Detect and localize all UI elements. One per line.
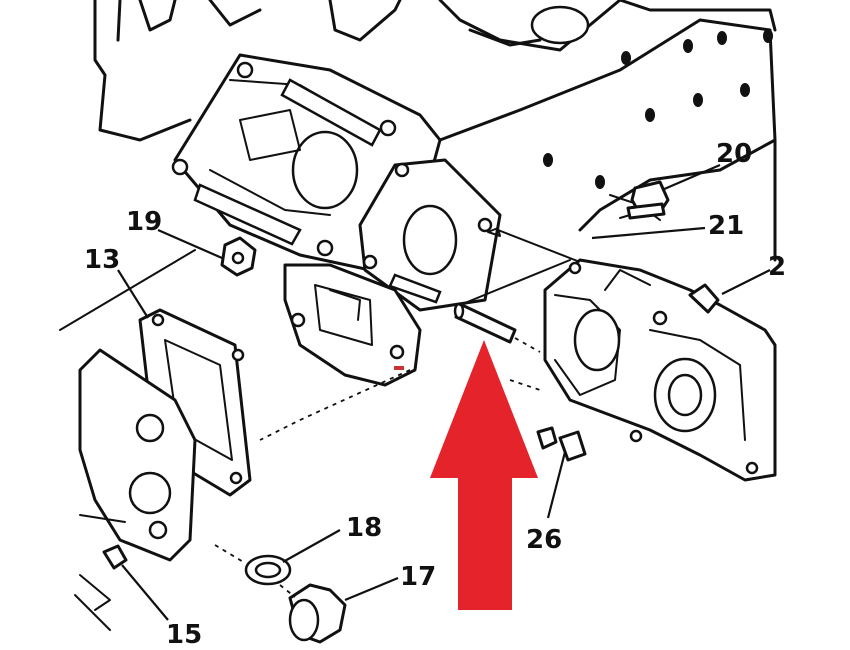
plug-part-17: [288, 583, 347, 644]
callout-17: 17: [400, 562, 436, 592]
part-15: [74, 544, 128, 631]
callout-19: 19: [126, 207, 162, 237]
callout-13: 13: [84, 245, 120, 275]
leader-lines: [117, 163, 771, 621]
callout-21: 21: [708, 211, 744, 241]
stud-pin: [453, 227, 581, 353]
part-26: [536, 426, 587, 462]
callout-labels: 13 15 17 18 19 20 21 2 26: [84, 139, 786, 650]
nut-part-19: [220, 236, 257, 277]
block-bolt-holes: [543, 29, 773, 189]
exhaust-elbow: [78, 348, 197, 562]
small-flange: [358, 158, 502, 312]
callout-26: 26: [526, 525, 562, 555]
engine-block: [93, 0, 777, 262]
reference-lines: [59, 249, 541, 598]
red-arrow: [430, 340, 538, 610]
callout-22: 2: [768, 252, 786, 282]
sensor-part-20: [619, 180, 670, 220]
callout-15: 15: [166, 620, 202, 650]
callout-20: 20: [716, 139, 752, 169]
washer-part-18: [244, 554, 292, 586]
callout-18: 18: [346, 513, 382, 543]
right-manifold: [543, 194, 777, 482]
lower-housing: [283, 263, 422, 387]
